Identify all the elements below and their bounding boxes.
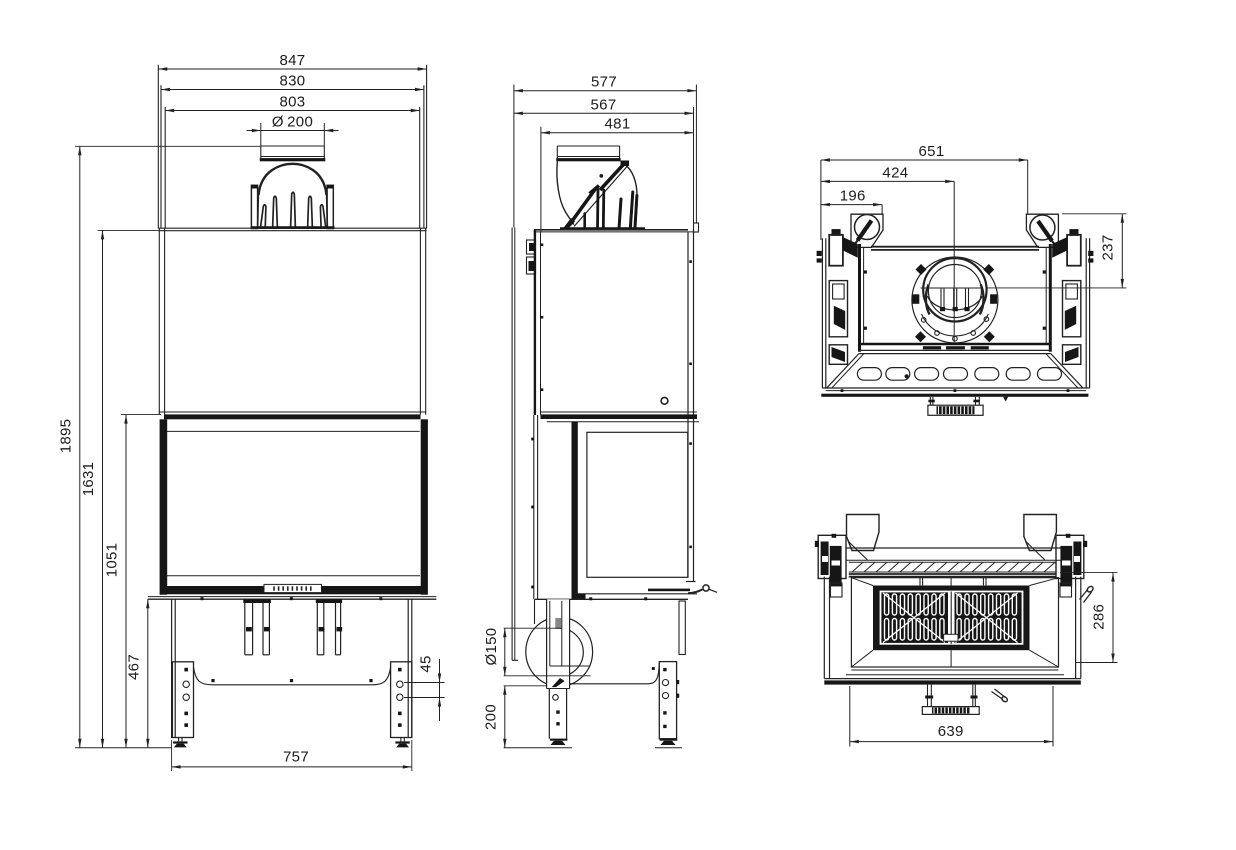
- svg-text:803: 803: [279, 94, 305, 111]
- svg-text:1631: 1631: [80, 462, 97, 497]
- svg-text:467: 467: [126, 654, 143, 680]
- svg-text:481: 481: [605, 116, 631, 133]
- svg-text:1895: 1895: [58, 419, 75, 454]
- svg-text:424: 424: [882, 164, 908, 181]
- svg-text:196: 196: [840, 188, 866, 205]
- svg-text:577: 577: [591, 74, 617, 91]
- svg-text:1051: 1051: [104, 543, 121, 578]
- svg-text:237: 237: [1100, 235, 1117, 261]
- svg-text:651: 651: [919, 143, 945, 160]
- svg-text:200: 200: [483, 704, 500, 730]
- svg-text:567: 567: [591, 96, 617, 113]
- svg-text:639: 639: [938, 723, 964, 740]
- svg-text:847: 847: [279, 52, 305, 69]
- svg-text:757: 757: [283, 749, 309, 766]
- svg-text:830: 830: [279, 73, 305, 90]
- svg-text:45: 45: [418, 655, 435, 672]
- svg-text:Ø 200: Ø 200: [272, 114, 313, 131]
- svg-text:Ø150: Ø150: [483, 628, 500, 666]
- svg-text:286: 286: [1091, 604, 1108, 630]
